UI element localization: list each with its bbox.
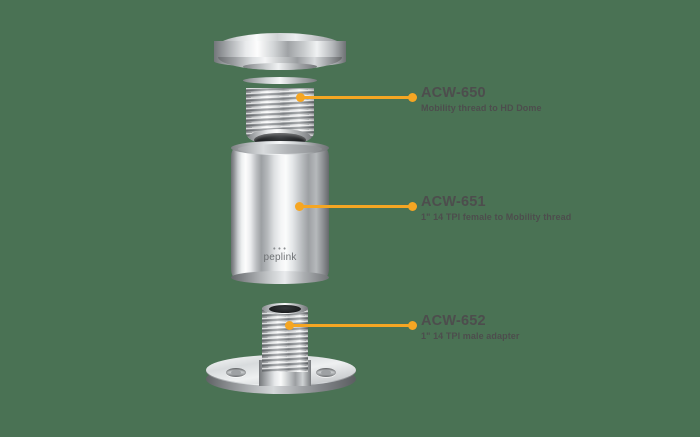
cylinder-top-inner-ring [238, 144, 322, 154]
stud-thread-grooves [262, 308, 308, 372]
callout-line-1 [300, 96, 412, 99]
callout-anchor-dot-3 [285, 321, 294, 330]
mounting-hole-left [226, 368, 246, 377]
callout-subtitle-2: 1" 14 TPI female to Mobility thread [421, 212, 572, 222]
callout-subtitle-3: 1" 14 TPI male adapter [421, 331, 520, 341]
cylinder-bottom-edge [231, 271, 329, 284]
stud-bore-opening [269, 305, 301, 313]
product-part-acw-650 [214, 33, 346, 147]
neck-ring-lower [243, 77, 317, 84]
callout-end-dot-2 [408, 202, 417, 211]
callout-end-dot-3 [408, 321, 417, 330]
flange-neck [243, 63, 317, 95]
callout-anchor-dot-1 [296, 93, 305, 102]
callout-end-dot-1 [408, 93, 417, 102]
neck-ring-upper [243, 63, 317, 70]
callout-title-3: ACW-652 [421, 313, 486, 329]
callout-line-2 [299, 205, 412, 208]
mounting-hole-right [316, 368, 336, 377]
callout-anchor-dot-2 [295, 202, 304, 211]
callout-title-2: ACW-651 [421, 194, 486, 210]
callout-subtitle-1: Mobility thread to HD Dome [421, 103, 542, 113]
callout-text-2: ACW-651 1" 14 TPI female to Mobility thr… [421, 195, 571, 223]
cylinder-body [231, 147, 329, 279]
product-part-acw-651: ••• peplink [231, 141, 329, 285]
male-stud-thread [262, 308, 308, 372]
callout-line-3 [289, 324, 412, 327]
product-part-acw-652 [206, 300, 356, 396]
callout-title-1: ACW-650 [421, 85, 486, 101]
callout-text-1: ACW-650 Mobility thread to HD Dome [421, 86, 542, 114]
callout-text-3: ACW-652 1" 14 TPI male adapter [421, 314, 520, 342]
